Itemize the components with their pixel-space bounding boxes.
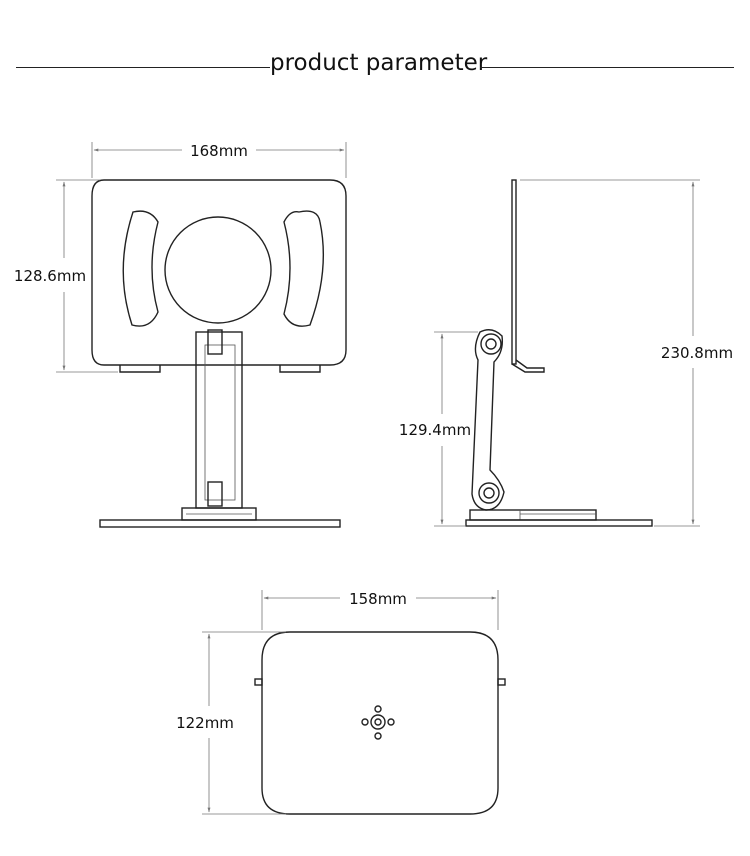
- front-magnet-ring: [164, 216, 272, 324]
- front-height-label: 128.6mm: [14, 267, 86, 285]
- front-slot-left: [122, 210, 159, 327]
- base-pin-left: [254, 678, 263, 686]
- side-lower-height-dimension: 129.4mm: [399, 331, 478, 527]
- front-view: [91, 179, 347, 528]
- front-width-label: 168mm: [190, 142, 248, 160]
- front-hinge-bottom: [207, 481, 223, 507]
- side-plate-hook: [511, 359, 545, 373]
- base-hole-bottom: [374, 732, 382, 740]
- base-height-label: 122mm: [176, 714, 234, 732]
- base-hole-right: [387, 718, 395, 726]
- base-hole-top: [374, 705, 382, 713]
- front-slot-right: [283, 210, 325, 327]
- front-stem-inner: [204, 344, 236, 501]
- base-width-label: 158mm: [349, 590, 407, 608]
- front-width-dimension: 168mm: [91, 142, 347, 178]
- side-hinge-bottom-outer: [478, 482, 500, 504]
- front-height-dimension: 128.6mm: [14, 179, 118, 373]
- side-tablet-plate: [511, 179, 517, 365]
- base-center-hole-inner: [374, 718, 382, 726]
- side-hinge-bottom-inner: [483, 487, 495, 499]
- side-total-height-label: 230.8mm: [661, 344, 733, 362]
- side-lower-height-label: 129.4mm: [399, 421, 471, 439]
- base-view: [254, 631, 506, 815]
- side-hinge-top-inner: [485, 338, 497, 350]
- front-hinge-top: [207, 329, 223, 355]
- side-view: [465, 179, 653, 527]
- base-hole-left: [361, 718, 369, 726]
- side-total-height-dimension: 230.8mm: [520, 179, 733, 527]
- front-plate-tab-left: [119, 365, 161, 373]
- header-rule-right: [480, 67, 734, 68]
- base-height-dimension: 122mm: [176, 631, 286, 815]
- base-plate: [261, 631, 499, 815]
- side-hinge-top-outer: [480, 333, 502, 355]
- front-base: [99, 519, 341, 528]
- side-turntable: [469, 509, 597, 521]
- header: product parameter: [0, 44, 750, 88]
- header-rule-left: [16, 67, 270, 68]
- side-base: [465, 519, 653, 527]
- base-center-hole-outer: [370, 714, 386, 730]
- page-title: product parameter: [270, 50, 488, 76]
- front-plate-tab-right: [279, 365, 321, 373]
- base-width-dimension: 158mm: [261, 590, 499, 630]
- base-pin-right: [497, 678, 506, 686]
- front-tablet-plate: [91, 179, 347, 366]
- side-arm: [471, 329, 505, 511]
